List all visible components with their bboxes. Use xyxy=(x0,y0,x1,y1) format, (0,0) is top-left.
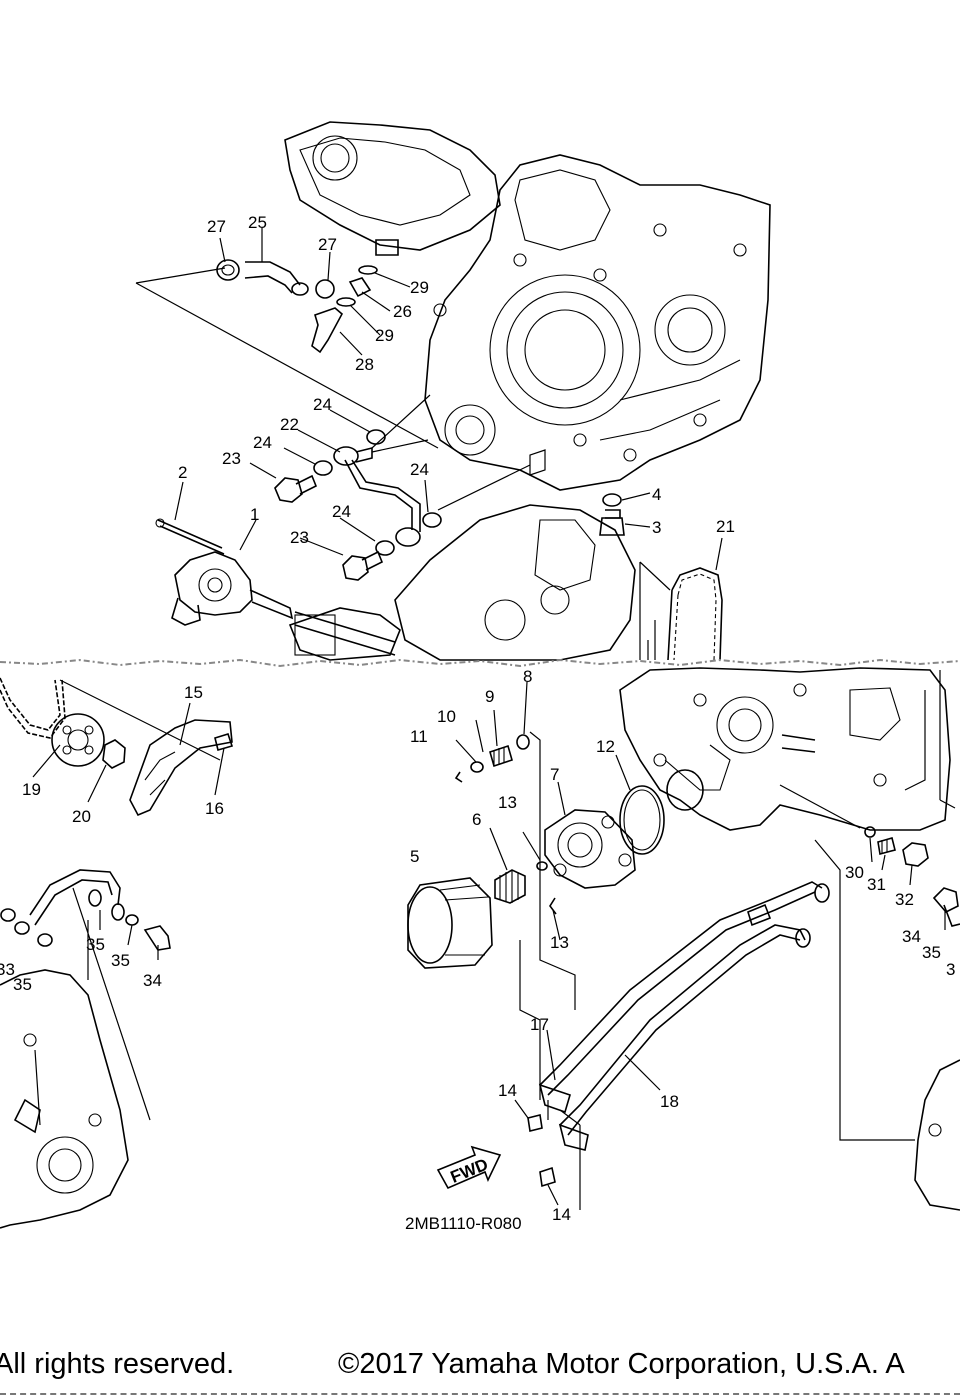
callout-26: 26 xyxy=(393,302,412,321)
callout-35d: 35 xyxy=(922,943,941,962)
callout-10: 10 xyxy=(437,707,456,726)
callout-22: 22 xyxy=(280,415,299,434)
sprocket-and-guide xyxy=(0,677,234,817)
leader-lines xyxy=(32,228,946,1206)
callout-11: 11 xyxy=(410,727,428,746)
callout-29b: 29 xyxy=(375,326,394,345)
callout-25: 25 xyxy=(248,213,267,232)
callout-29a: 29 xyxy=(410,278,429,297)
callout-24d: 24 xyxy=(332,502,351,521)
oil-filter xyxy=(407,861,557,969)
callout-35b: 35 xyxy=(111,951,130,970)
callout-30: 30 xyxy=(845,863,864,882)
right-cover-edge xyxy=(914,1059,960,1211)
callout-27a: 27 xyxy=(207,217,226,236)
oil-hose-25 xyxy=(135,239,439,449)
oil-lines xyxy=(527,839,915,1188)
callout-12: 12 xyxy=(596,737,615,756)
callout-23a: 23 xyxy=(222,449,241,468)
callout-34a: 34 xyxy=(143,971,162,990)
callout-5: 5 xyxy=(410,847,419,866)
cam-chain-upper xyxy=(639,561,723,661)
callout-35a: 35 xyxy=(86,935,105,954)
callout-34b: 34 xyxy=(902,927,921,946)
callout-31: 31 xyxy=(867,875,886,894)
drawing-code: 2MB1110-R080 xyxy=(405,1214,522,1233)
footer-rights: All rights reserved. xyxy=(0,1348,235,1380)
callout-32: 32 xyxy=(895,890,914,909)
callout-1: 1 xyxy=(250,505,259,524)
callout-19: 19 xyxy=(22,780,41,799)
callout-2: 2 xyxy=(178,463,187,482)
callout-20: 20 xyxy=(72,807,91,826)
fwd-arrow: FWD xyxy=(436,1145,502,1190)
callout-8: 8 xyxy=(523,667,532,686)
callout-3: 3 xyxy=(652,518,661,537)
crankcase-right-lower xyxy=(619,667,956,831)
callout-24a: 24 xyxy=(313,395,332,414)
callout-7: 7 xyxy=(550,765,559,784)
fwd-label: FWD xyxy=(448,1155,491,1187)
right-bolt xyxy=(932,887,960,927)
callout-labels: 1 2 3 4 5 6 7 8 9 10 11 12 13 13 14 14 1… xyxy=(0,213,955,1233)
left-cover xyxy=(0,869,171,1229)
footer-copyright: ©2017 Yamaha Motor Corporation, U.S.A. A xyxy=(338,1348,905,1380)
callout-21: 21 xyxy=(716,517,735,536)
callout-23b: 23 xyxy=(290,528,309,547)
footer: All rights reserved. ©2017 Yamaha Motor … xyxy=(0,1348,960,1392)
crankcase-upper xyxy=(284,121,771,491)
callout-35c: 35 xyxy=(13,975,32,994)
callout-3b: 3 xyxy=(946,960,955,979)
callout-14a: 14 xyxy=(498,1081,517,1100)
drain-bolt xyxy=(599,493,625,536)
callout-24c: 24 xyxy=(410,460,429,479)
callout-9: 9 xyxy=(485,687,494,706)
footer-rule xyxy=(0,1393,960,1395)
callout-24b: 24 xyxy=(253,433,272,452)
relief-valve-set xyxy=(779,784,929,867)
callout-28: 28 xyxy=(355,355,374,374)
oil-pipe-22 xyxy=(274,394,546,581)
callout-18: 18 xyxy=(660,1092,679,1111)
callout-6: 6 xyxy=(472,810,481,829)
callout-14b: 14 xyxy=(552,1205,571,1224)
crankcase-middle xyxy=(288,504,636,661)
callout-15: 15 xyxy=(184,683,203,702)
oil-pump xyxy=(155,518,396,656)
callout-4: 4 xyxy=(652,485,661,504)
tear-line xyxy=(0,658,960,668)
callout-17: 17 xyxy=(530,1015,549,1034)
filter-housing xyxy=(454,731,665,1210)
callout-13a: 13 xyxy=(498,793,517,812)
callout-13b: 13 xyxy=(550,933,569,952)
callout-16: 16 xyxy=(205,799,224,818)
callout-27b: 27 xyxy=(318,235,337,254)
callout-33: 33 xyxy=(0,960,15,979)
